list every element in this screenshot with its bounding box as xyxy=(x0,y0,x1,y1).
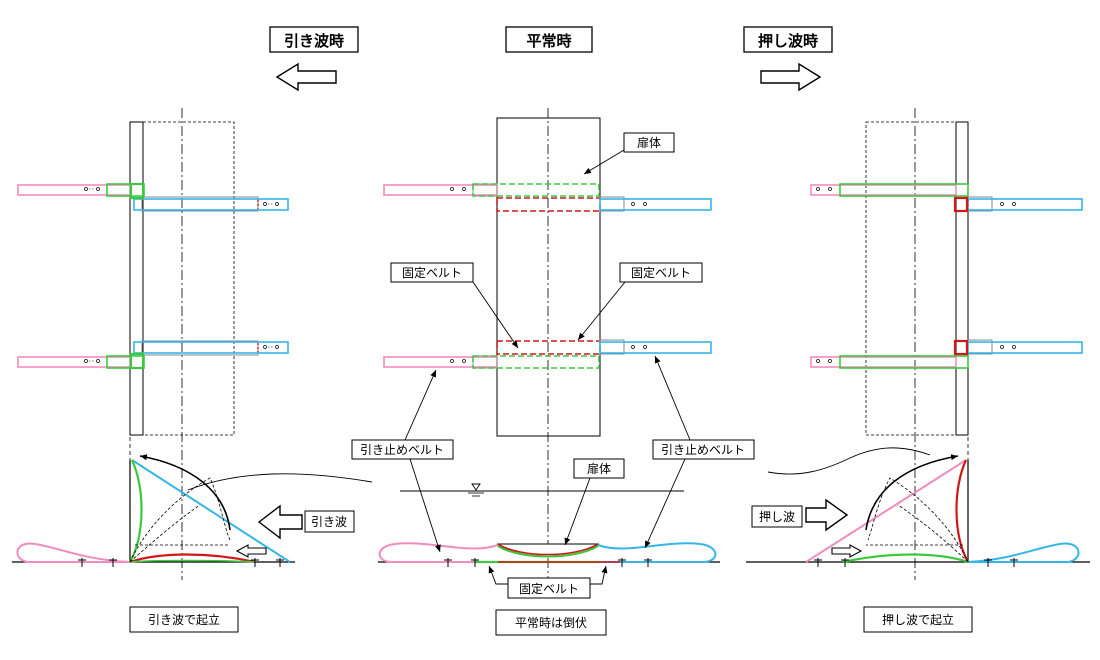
svg-text:扉体: 扉体 xyxy=(637,136,661,150)
green-fixed-belt-dashed xyxy=(472,183,600,197)
gate-outline-dashed xyxy=(142,121,235,436)
water-surface xyxy=(187,473,373,491)
cyan-belt-section xyxy=(597,542,717,563)
red-belt-section xyxy=(955,459,969,563)
section-normal xyxy=(378,483,717,567)
callout-door-body-bottom: 扉体 xyxy=(564,458,625,546)
red-belt-section xyxy=(129,553,256,564)
svg-text:引き波時: 引き波時 xyxy=(284,32,344,50)
pink-belt-section xyxy=(378,542,499,563)
water-level-mark xyxy=(471,483,481,491)
pink-belt-section xyxy=(16,542,131,563)
small-flow-arrow xyxy=(831,544,863,558)
callout-door-body-top: 扉体 xyxy=(583,132,675,175)
green-belt-section xyxy=(129,459,143,563)
cyan-belt-section xyxy=(131,459,291,563)
callout-fixed-belt-left: 固定ベルト xyxy=(390,262,519,349)
gate-outline-dashed xyxy=(865,121,957,436)
receding-direction-arrow xyxy=(275,62,337,92)
section-pushing: 押し波 xyxy=(751,447,1080,567)
title-receding: 引き波時 xyxy=(269,26,359,53)
plan-pushing xyxy=(810,108,1083,580)
caption-receding: 引き波で起立 xyxy=(129,606,239,633)
svg-text:引き止めベルト: 引き止めベルト xyxy=(661,443,745,457)
cyan-belt xyxy=(133,198,289,211)
caption-pushing: 押し波で起立 xyxy=(863,606,973,633)
pink-belt xyxy=(17,184,131,196)
callout-fixed-belt-right: 固定ベルト xyxy=(577,262,703,341)
callout-restraint-belt-right: 引き止めベルト xyxy=(644,355,755,549)
svg-text:固定ベルト: 固定ベルト xyxy=(402,265,462,280)
svg-text:扉体: 扉体 xyxy=(587,462,611,476)
plan-receding xyxy=(17,108,289,580)
callout-fixed-belt-bottom: 固定ベルト xyxy=(488,565,608,599)
svg-text:引き止めベルト: 引き止めベルト xyxy=(360,443,444,457)
water-surface xyxy=(767,447,931,475)
svg-text:平常時: 平常時 xyxy=(526,32,571,50)
title-normal: 平常時 xyxy=(505,26,593,53)
lying-gate-body xyxy=(496,117,601,437)
receding-wave-arrow xyxy=(257,504,303,540)
small-flow-arrow xyxy=(235,544,267,558)
standing-gate-body xyxy=(129,121,144,436)
rotation-arc xyxy=(139,454,231,531)
receding-wave-label: 引き波 xyxy=(311,515,347,529)
svg-text:押し波時: 押し波時 xyxy=(758,32,818,50)
plan-normal xyxy=(383,108,712,580)
callout-restraint-belt-left: 引き止めベルト xyxy=(351,369,454,553)
svg-text:引き波で起立: 引き波で起立 xyxy=(148,612,220,627)
svg-text:平常時は倒伏: 平常時は倒伏 xyxy=(515,616,587,630)
caption-normal: 平常時は倒伏 xyxy=(495,609,607,636)
title-pushing: 押し波時 xyxy=(743,26,833,53)
standing-gate-body xyxy=(955,121,969,436)
pushing-direction-arrow xyxy=(760,62,822,92)
pushing-wave-label: 押し波 xyxy=(759,510,795,524)
pushing-wave-arrow xyxy=(805,498,849,532)
rotation-arc xyxy=(865,454,959,531)
section-receding: 引き波 xyxy=(16,454,373,567)
svg-text:押し波で起立: 押し波で起立 xyxy=(882,612,954,627)
green-belt-section xyxy=(842,553,969,564)
svg-text:固定ベルト: 固定ベルト xyxy=(631,265,691,280)
cyan-belt-section xyxy=(967,542,1080,563)
svg-text:固定ベルト: 固定ベルト xyxy=(519,581,579,596)
pink-belt-section xyxy=(805,459,967,563)
